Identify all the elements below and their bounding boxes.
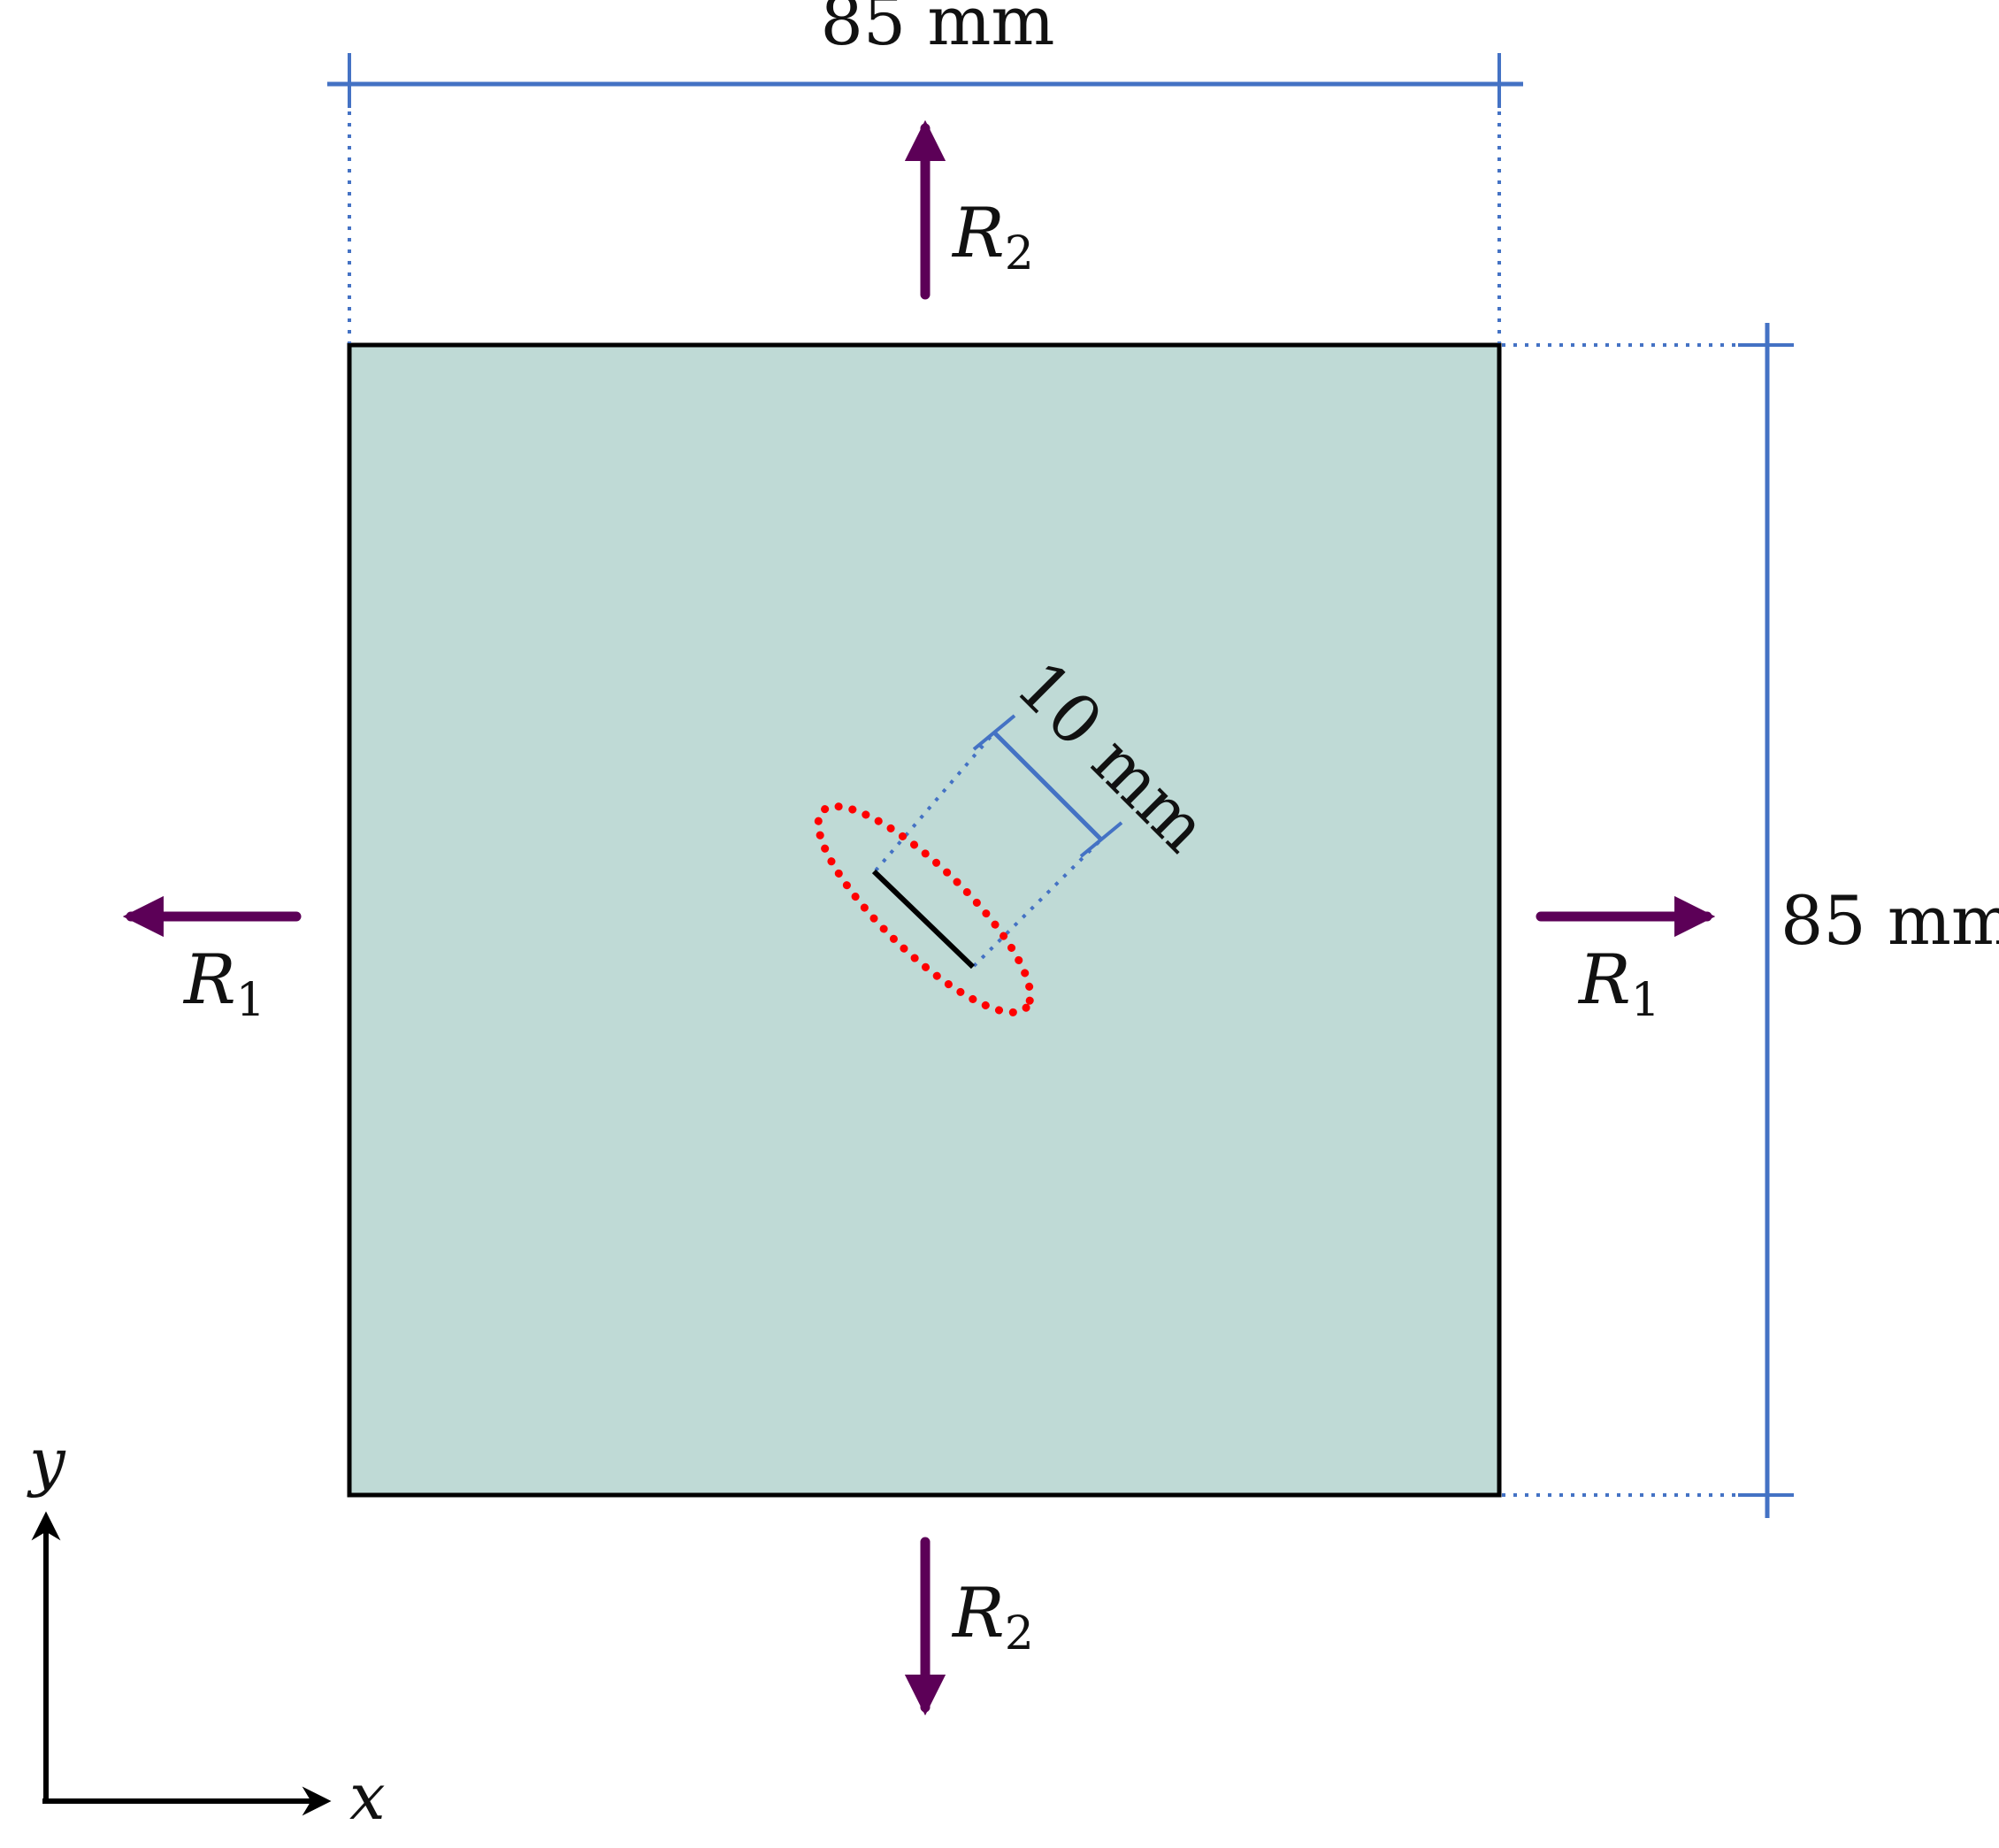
- process-zone-ellipse: [814, 802, 1035, 1016]
- width-dimension-label: 85 mm: [821, 0, 1055, 60]
- height-dimension: [1502, 323, 1794, 1518]
- crack: [871, 869, 976, 970]
- load-label-r2-bottom: R2: [951, 1574, 1034, 1660]
- width-dimension: [327, 53, 1523, 343]
- y-axis-label: y: [27, 1424, 66, 1499]
- height-dimension-label: 85 mm: [1781, 881, 1999, 960]
- crack-extension-start: [874, 731, 996, 872]
- load-label-r1-left: R1: [182, 940, 265, 1027]
- load-label-r1-right: R1: [1577, 940, 1660, 1027]
- crack-dimension-tick-start: [972, 714, 1016, 751]
- load-label-r2-top: R2: [951, 194, 1034, 280]
- x-axis-label: x: [349, 1760, 386, 1834]
- crack-extension-end: [972, 838, 1103, 968]
- crack-dimension: [874, 714, 1123, 968]
- crack-dimension-line: [992, 731, 1103, 841]
